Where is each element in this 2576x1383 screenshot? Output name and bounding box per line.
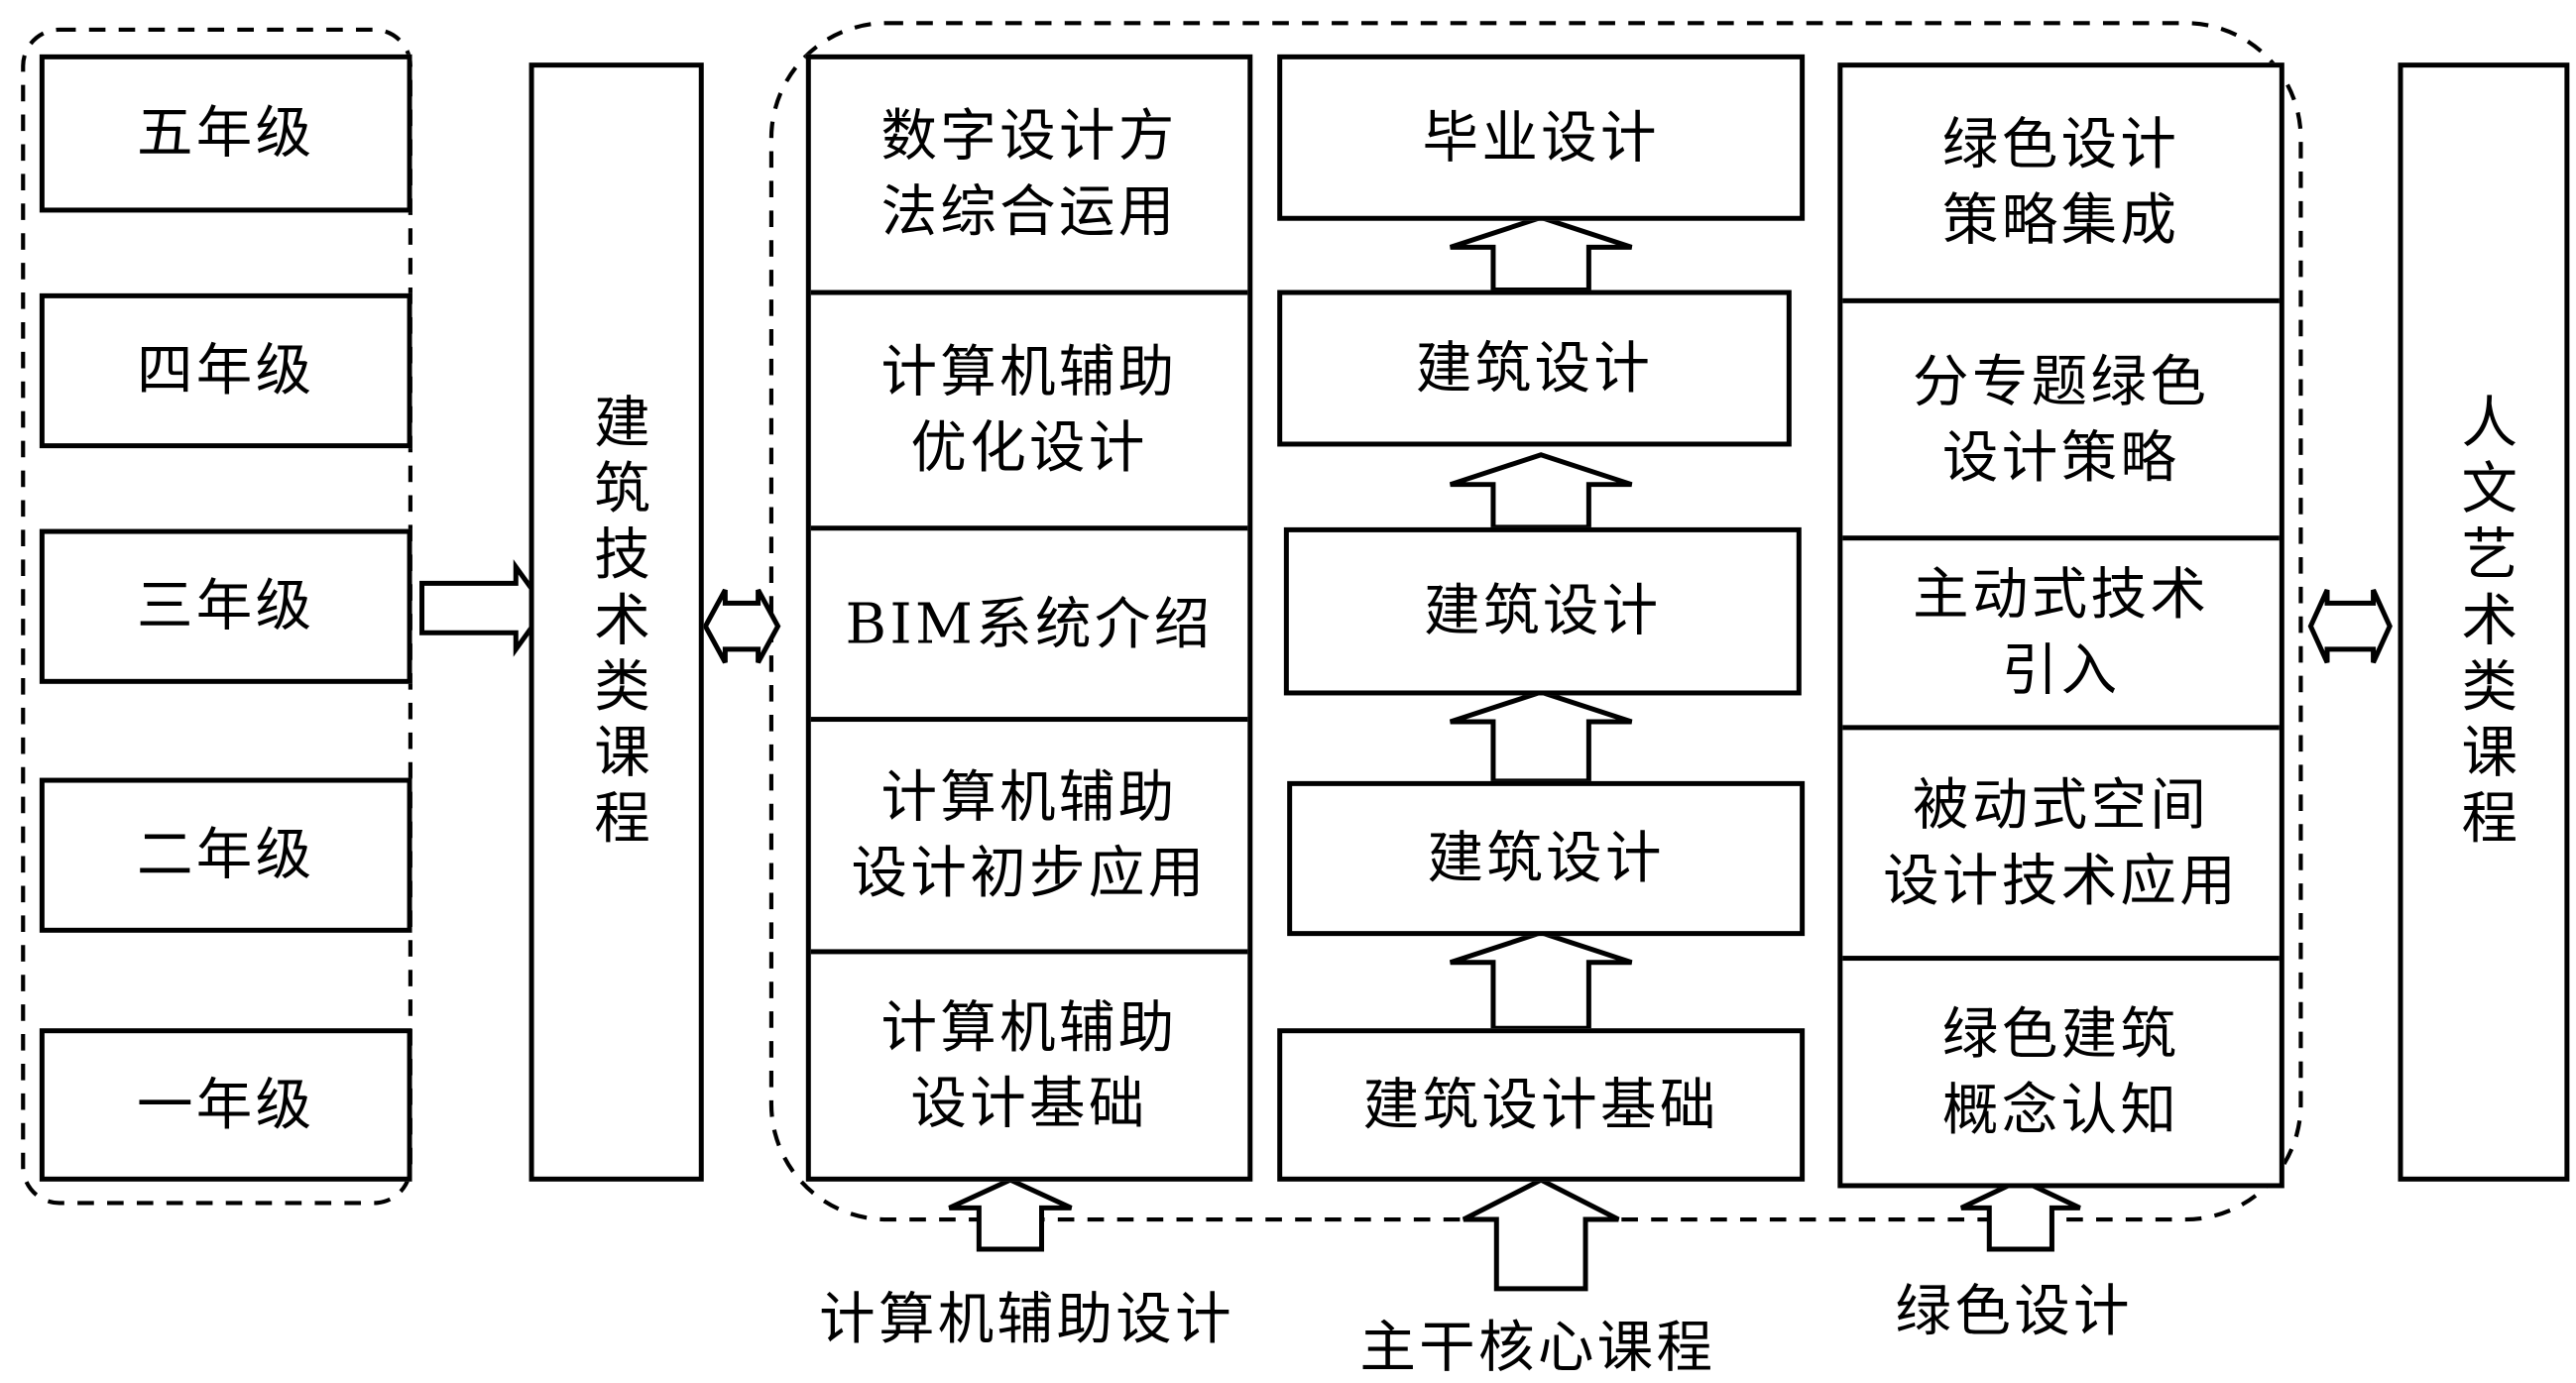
grade-box: 五年级 xyxy=(39,54,412,213)
cad-item-label: 数字设计方法综合运用 xyxy=(880,103,1178,246)
grade-label: 一年级 xyxy=(136,1072,315,1138)
cad-item-label: 计算机辅助设计初步应用 xyxy=(851,764,1208,907)
core-item: 建筑设计 xyxy=(1277,289,1792,447)
green-item: 分专题绿色设计策略 xyxy=(1842,303,2280,541)
cad-item: BIM系统介绍 xyxy=(810,530,1248,723)
core-item-label: 建筑设计 xyxy=(1424,578,1662,644)
grade-box: 三年级 xyxy=(39,528,412,684)
core-item-label: 建筑设计 xyxy=(1415,335,1654,402)
core-item: 建筑设计基础 xyxy=(1277,1028,1806,1182)
green-item-label: 主动式技术引入 xyxy=(1912,561,2210,704)
grade-label: 四年级 xyxy=(136,337,315,404)
core-item: 建筑设计 xyxy=(1287,780,1806,937)
green-item-label: 绿色设计策略集成 xyxy=(1941,112,2180,254)
cad-item: 计算机辅助设计基础 xyxy=(811,954,1247,1176)
right-course-label: 人文艺术类课程 xyxy=(2450,391,2517,854)
green-item: 绿色建筑概念认知 xyxy=(1842,961,2279,1183)
green-column-label: 绿色设计 xyxy=(1895,1278,2133,1345)
right-arrow-icon xyxy=(419,559,549,657)
green-item-label: 分专题绿色设计策略 xyxy=(1912,348,2210,491)
cad-item: 计算机辅助设计初步应用 xyxy=(810,722,1248,955)
green-item-label: 被动式空间设计技术应用 xyxy=(1883,771,2240,914)
grade-box: 一年级 xyxy=(39,1028,412,1182)
core-item-label: 建筑设计 xyxy=(1427,825,1665,892)
cad-item-label: 计算机辅助优化设计 xyxy=(880,339,1178,482)
cad-item-label: 计算机辅助设计基础 xyxy=(880,994,1178,1137)
left-course-label: 建筑技术类课程 xyxy=(583,391,649,854)
grade-label: 三年级 xyxy=(136,573,315,639)
cad-item: 计算机辅助优化设计 xyxy=(810,295,1248,531)
core-item: 毕业设计 xyxy=(1277,54,1806,221)
green-item: 绿色设计策略集成 xyxy=(1842,67,2280,303)
core-item: 建筑设计 xyxy=(1283,526,1802,696)
up-arrow-icon xyxy=(1449,452,1633,530)
up-arrow-icon xyxy=(1449,214,1633,293)
grade-label: 五年级 xyxy=(136,100,315,167)
core-item-label: 建筑设计基础 xyxy=(1362,1072,1719,1138)
green-item: 被动式空间设计技术应用 xyxy=(1842,730,2280,962)
up-arrow-icon xyxy=(1449,689,1633,784)
up-arrow-icon xyxy=(1959,1177,2081,1252)
left-course-box: 建筑技术类课程 xyxy=(528,62,704,1182)
grade-box: 二年级 xyxy=(39,777,412,933)
right-course-box: 人文艺术类课程 xyxy=(2398,62,2570,1182)
cad-column-label: 计算机辅助设计 xyxy=(819,1287,1234,1353)
double-arrow-icon xyxy=(2307,589,2393,664)
double-arrow-icon xyxy=(702,588,781,664)
up-arrow-icon xyxy=(948,1177,1073,1252)
cad-item-label: BIM系统介绍 xyxy=(845,590,1214,657)
green-item-label: 绿色建筑概念认知 xyxy=(1941,1000,2180,1143)
green-column: 绿色设计策略集成 分专题绿色设计策略 主动式技术引入 被动式空间设计技术应用 绿… xyxy=(1837,62,2284,1189)
core-column-label: 主干核心课程 xyxy=(1359,1315,1716,1381)
cad-column: 数字设计方法综合运用 计算机辅助优化设计 BIM系统介绍 计算机辅助设计初步应用… xyxy=(805,54,1253,1182)
grade-label: 二年级 xyxy=(136,822,315,888)
up-arrow-icon xyxy=(1449,930,1633,1031)
up-arrow-icon xyxy=(1462,1177,1620,1292)
cad-item: 数字设计方法综合运用 xyxy=(810,59,1248,295)
core-item-label: 毕业设计 xyxy=(1422,104,1660,172)
grade-box: 四年级 xyxy=(39,292,412,449)
green-item: 主动式技术引入 xyxy=(1842,540,2280,731)
